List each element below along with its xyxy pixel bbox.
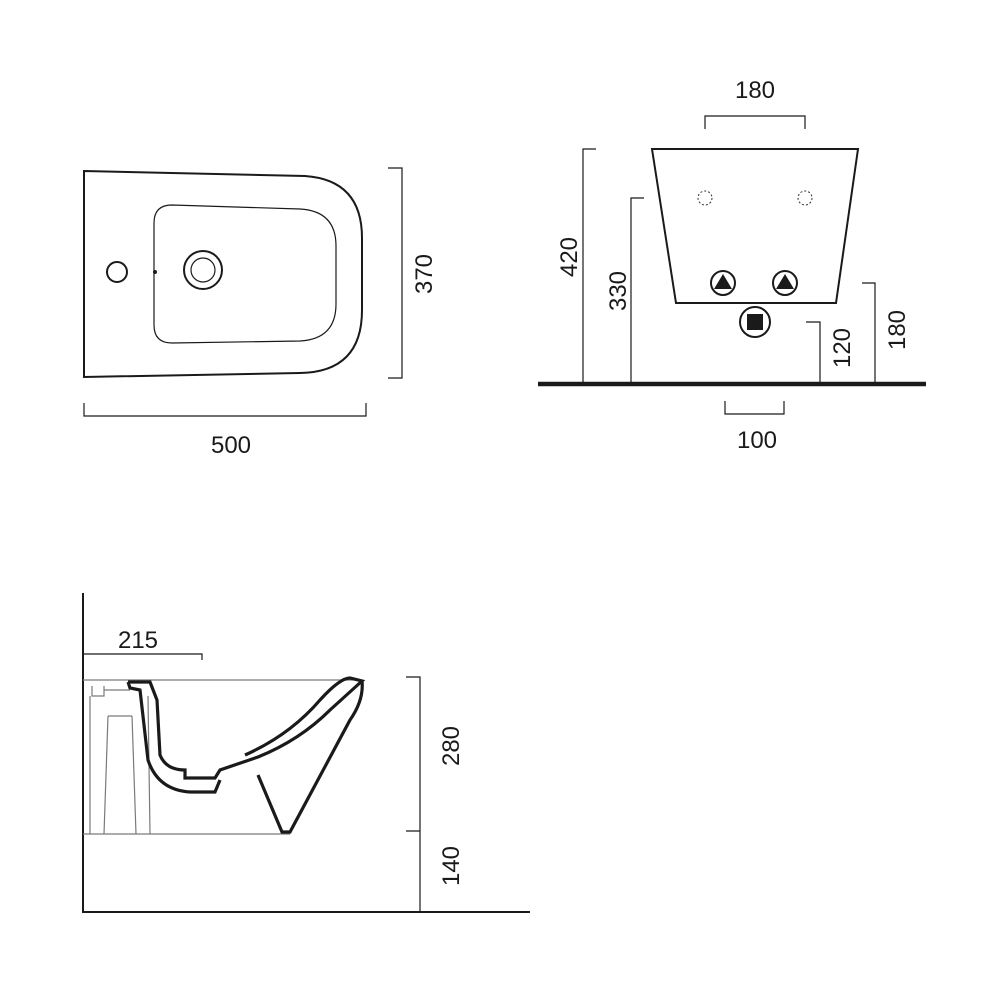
waste-width-dimension-line [724,401,785,415]
waste-offset-dimension-label: 180 [884,310,911,350]
bowl-section-inner [128,676,366,780]
waste-width-dimension-label: 100 [737,427,777,454]
tap-offset-dimension-line [83,653,203,660]
waste-height-dimension-line [806,321,821,384]
water-inlet-left [710,270,736,296]
side-view: 215 280 140 [82,593,530,913]
total-height-dimension-label: 420 [556,237,583,277]
bowl-height-dimension-label: 280 [438,726,465,766]
waste-outlet [739,306,771,338]
bowl-section-outer [126,681,222,794]
width-dimension-label: 370 [411,254,438,294]
tap-offset-dimension-label: 215 [118,627,158,654]
total-height-dimension-line [582,148,596,384]
bowl-front-section [256,680,364,834]
floor-clearance-dimension-label: 140 [438,846,465,886]
rear-view-body [650,148,860,304]
hole-spacing-dimension-label: 180 [735,77,775,104]
length-dimension-label: 500 [211,432,251,459]
length-dimension-line [83,403,367,417]
side-pedestal-outline [89,695,151,835]
width-dimension-line [388,167,403,379]
waste-height-dimension-label: 120 [829,328,856,368]
top-view-outline [83,169,363,379]
waste-offset-dimension-line [862,282,876,384]
bowl-height-dimension-line [406,676,421,912]
fixing-hole-right [797,190,813,206]
drain-outer [183,250,223,290]
hole-spacing-dimension-line [704,115,806,129]
fixing-height-dimension-line [630,197,644,384]
fixing-height-dimension-label: 330 [605,271,632,311]
rear-view: 180 420 330 120 180 100 [538,77,926,454]
drain-inner [190,257,216,283]
overflow-dot [153,270,157,274]
top-view: 370 500 [83,167,438,459]
top-view-bowl [153,204,337,344]
fixing-hole-left [697,190,713,206]
tap-hole [106,261,128,283]
side-tap-body [91,686,130,697]
water-inlet-right [772,270,798,296]
